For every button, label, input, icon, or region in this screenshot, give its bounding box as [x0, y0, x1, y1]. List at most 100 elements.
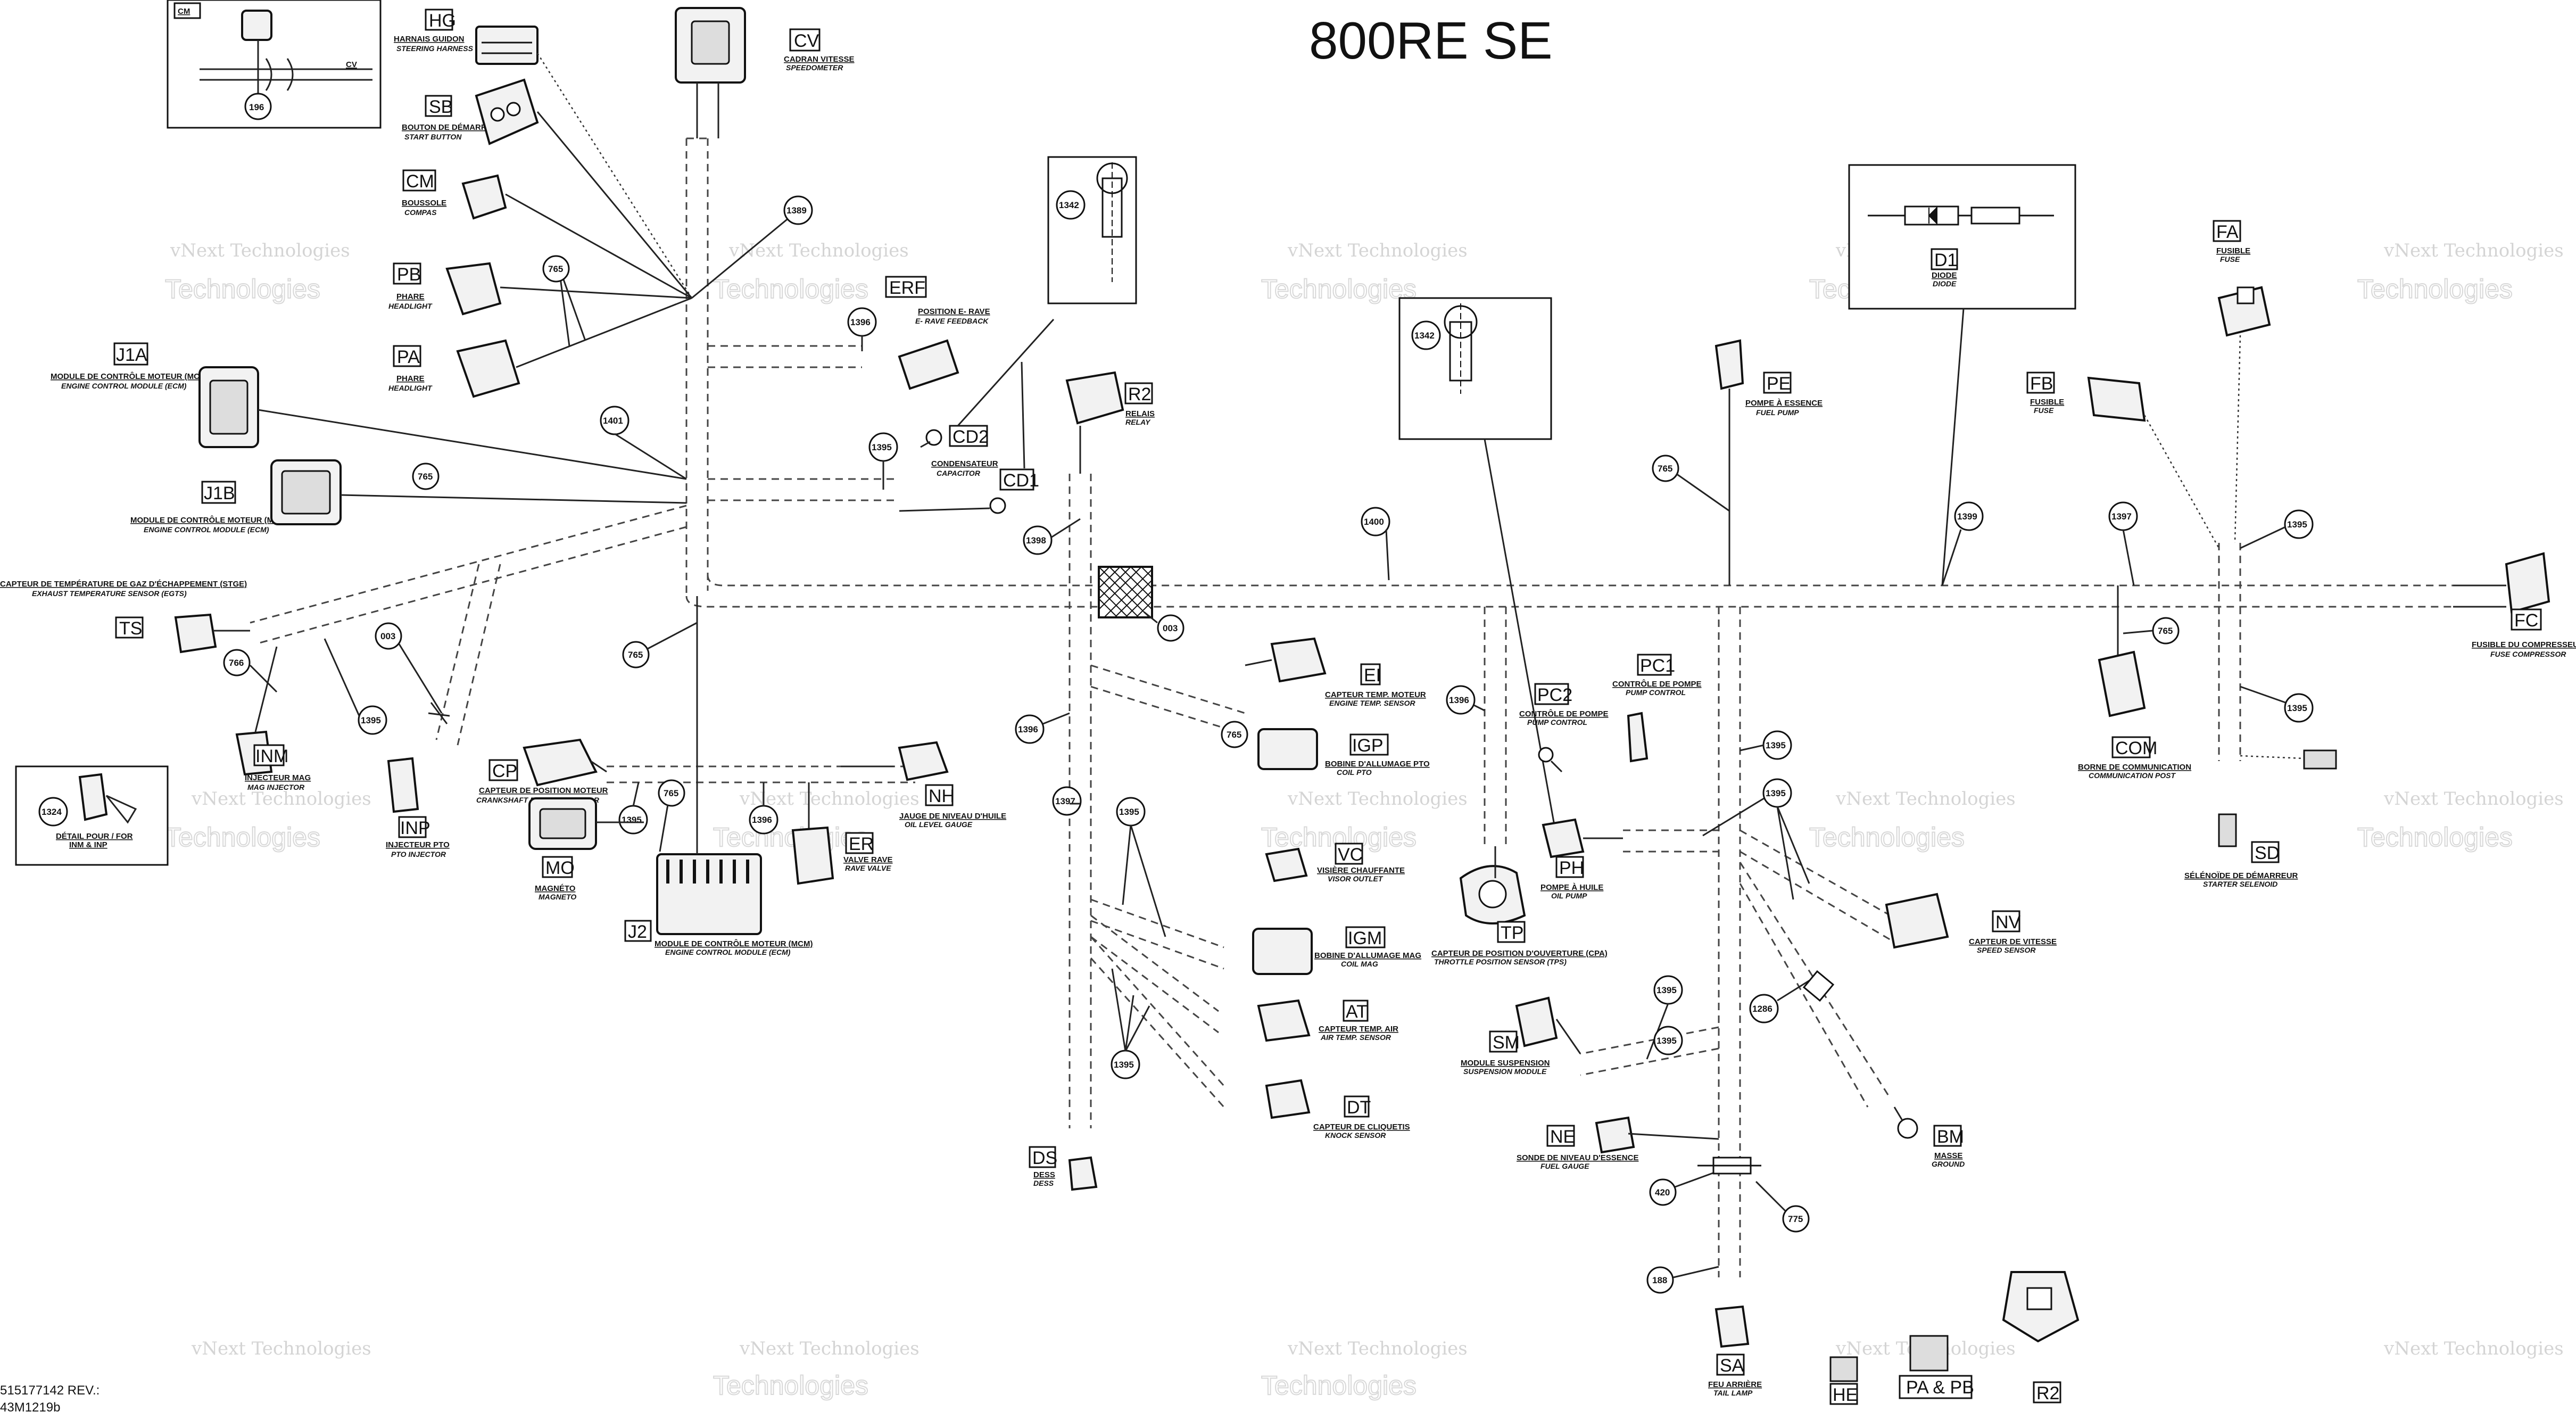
svg-text:BOBINE D'ALLUMAGE MAG: BOBINE D'ALLUMAGE MAG — [1314, 951, 1421, 960]
watermark-text: vNext Technologies — [2383, 240, 2564, 261]
component-ds[interactable]: DS DESS DESS — [1029, 1146, 1098, 1191]
svg-text:1398: 1398 — [1026, 535, 1046, 546]
svg-text:CAPACITOR: CAPACITOR — [937, 469, 981, 477]
svg-text:E- RAVE FEEDBACK: E- RAVE FEEDBACK — [915, 317, 989, 325]
svg-text:1342: 1342 — [1059, 200, 1079, 210]
component-cd2[interactable]: CD2 — [920, 425, 989, 448]
component-j1b[interactable]: J1B MODULE DE CONTRÔLE MOTEUR (MCM) ENGI… — [130, 459, 342, 534]
ref-circle-003a — [375, 622, 402, 650]
component-sa[interactable]: SA FEU ARRIÈRE TAIL LAMP — [1708, 1305, 1762, 1397]
component-dt[interactable]: DT CAPTEUR DE CLIQUETIS KNOCK SENSOR — [1265, 1079, 1410, 1140]
svg-text:FUSIBLE: FUSIBLE — [2030, 398, 2064, 407]
component-er[interactable]: ER VALVE RAVE RAVE VALVE — [791, 782, 893, 885]
component-r2-bottom[interactable]: R2 — [2002, 1271, 2080, 1404]
component-j1a[interactable]: J1A MODULE DE CONTRÔLE MOTEUR (MCM) ENGI… — [51, 342, 259, 448]
component-com[interactable]: COM BORNE DE COMMUNICATION COMMUNICATION… — [2078, 585, 2191, 780]
component-nh[interactable]: NH JAUGE DE NIVEAU D'HUILE OIL LEVEL GAU… — [841, 741, 1006, 829]
component-r2[interactable]: R2 RELAIS RELAY — [1065, 371, 1155, 426]
svg-text:ENGINE TEMP. SENSOR: ENGINE TEMP. SENSOR — [1329, 699, 1415, 707]
watermarks: vNext Technologies Technologies vNext Te… — [164, 240, 2564, 1401]
component-ts[interactable]: CAPTEUR DE TEMPÉRATURE DE GAZ D'ÉCHAPPEM… — [0, 580, 250, 654]
component-fa[interactable]: FA FUSIBLE FUSE — [2213, 220, 2271, 337]
component-cv[interactable]: CV CADRAN VITESSE SPEEDOMETER — [675, 7, 855, 84]
cv-detail-label: CV — [346, 60, 357, 69]
svg-text:1401: 1401 — [603, 416, 623, 426]
svg-text:KNOCK SENSOR: KNOCK SENSOR — [1325, 1131, 1386, 1140]
component-inm[interactable]: INM INJECTEUR MAG MAG INJECTOR — [235, 730, 311, 791]
svg-text:MASSE: MASSE — [1934, 1151, 1962, 1160]
watermark-text: Technologies — [165, 822, 320, 852]
cm-detail-label: CM — [178, 7, 190, 16]
component-pa-pb[interactable]: PA & PB — [1899, 1335, 1974, 1399]
component-sb[interactable]: SB BOUTON DE DÉMARRAGE START BUTTON — [402, 78, 539, 145]
component-sd[interactable]: SD SÉLÉNOÏDE DE DÉMARREUR STARTER SELENO… — [2184, 749, 2337, 888]
svg-text:CAPTEUR DE POSITION D'OUVERTUR: CAPTEUR DE POSITION D'OUVERTURE (CPA) — [1431, 949, 1608, 958]
component-ei[interactable]: EI CAPTEUR TEMP. MOTEUR ENGINE TEMP. SEN… — [1245, 637, 1426, 707]
svg-text:PA: PA — [397, 347, 420, 367]
svg-text:J2: J2 — [628, 922, 647, 942]
component-cd1[interactable]: CD1 CONDENSATEUR CAPACITOR — [899, 459, 1039, 514]
svg-text:1389: 1389 — [786, 205, 807, 216]
component-ph[interactable]: PH POMPE À HUILE OIL PUMP — [1540, 818, 1603, 900]
svg-text:1397: 1397 — [2111, 511, 2132, 522]
component-sm[interactable]: SM MODULE SUSPENSION SUSPENSION MODULE — [1461, 996, 1558, 1076]
component-igm[interactable]: IGM BOBINE D'ALLUMAGE MAG COIL MAG — [1252, 926, 1421, 975]
svg-text:GROUND: GROUND — [1932, 1160, 1965, 1168]
component-nv[interactable]: NV CAPTEUR DE VITESSE SPEED SENSOR — [1885, 893, 2057, 954]
component-pc2[interactable]: PC2 CONTRÔLE DE POMPE PUMP CONTROL — [1519, 683, 1609, 773]
component-erf[interactable]: ERF POSITION E- RAVE E- RAVE FEEDBACK — [885, 276, 990, 390]
svg-text:1395: 1395 — [2287, 703, 2307, 713]
svg-text:1324: 1324 — [42, 807, 62, 817]
component-fc[interactable]: FC FUSIBLE DU COMPRESSEUR FUSE COMPRESSO… — [2453, 552, 2576, 658]
detail-box-1342b: 1342 — [1398, 297, 1552, 440]
svg-text:DS: DS — [1032, 1148, 1057, 1168]
footer-part-number: 515177142 REV.: — [0, 1383, 100, 1398]
svg-text:1399: 1399 — [1957, 511, 1977, 522]
svg-text:765: 765 — [1658, 464, 1672, 474]
component-vc[interactable]: VC VISIÈRE CHAUFFANTE VISOR OUTLET — [1265, 843, 1405, 883]
component-cm[interactable]: CM BOUSSOLE COMPAS — [402, 169, 507, 220]
component-bm[interactable]: BM MASSE GROUND — [1893, 1107, 1965, 1168]
svg-text:J1B: J1B — [204, 483, 235, 503]
svg-text:003: 003 — [380, 631, 395, 641]
svg-text:THROTTLE POSITION SENSOR (TPS): THROTTLE POSITION SENSOR (TPS) — [1434, 957, 1567, 966]
hg-lead — [536, 53, 693, 299]
component-d1[interactable]: D1 DIODE DIODE — [1848, 164, 2076, 310]
svg-text:VC: VC — [1338, 845, 1363, 865]
svg-text:TS: TS — [119, 618, 142, 639]
svg-text:FUSE: FUSE — [2220, 255, 2240, 263]
svg-text:766: 766 — [229, 658, 244, 668]
svg-text:SD: SD — [2255, 843, 2280, 863]
svg-text:1396: 1396 — [1449, 695, 1469, 705]
component-inp[interactable]: INP INJECTEUR PTO PTO INJECTOR — [386, 757, 450, 858]
svg-text:START BUTTON: START BUTTON — [404, 133, 462, 141]
svg-text:DÉTAIL POUR / FOR: DÉTAIL POUR / FOR — [56, 832, 133, 841]
component-j2[interactable]: J2 MODULE DE CONTRÔLE MOTEUR (MCM) ENGIN… — [624, 853, 813, 956]
component-pb[interactable]: PB PHARE HEADLIGHT — [388, 262, 502, 316]
component-ne[interactable]: NE SONDE DE NIVEAU D'ESSENCE FUEL GAUGE — [1517, 1116, 1638, 1170]
svg-text:SONDE DE NIVEAU D'ESSENCE: SONDE DE NIVEAU D'ESSENCE — [1517, 1153, 1638, 1162]
component-pe[interactable]: PE POMPE À ESSENCE FUEL PUMP — [1714, 339, 1823, 417]
component-pc1[interactable]: PC1 CONTRÔLE DE POMPE PUMP CONTROL — [1612, 654, 1702, 763]
component-he[interactable]: HE — [1829, 1356, 1858, 1405]
svg-text:1395: 1395 — [1656, 985, 1677, 995]
component-pa[interactable]: PA PHARE HEADLIGHT — [388, 339, 520, 398]
ref-circle-1400 — [1361, 507, 1390, 536]
component-tp[interactable]: TP CAPTEUR DE POSITION D'OUVERTURE (CPA)… — [1431, 865, 1608, 966]
component-at[interactable]: AT CAPTEUR TEMP. AIR AIR TEMP. SENSOR — [1257, 999, 1398, 1042]
svg-text:COIL PTO: COIL PTO — [1337, 768, 1372, 777]
svg-text:PTO INJECTOR: PTO INJECTOR — [391, 850, 446, 858]
component-fb[interactable]: FB FUSIBLE FUSE — [2026, 371, 2146, 422]
component-igp[interactable]: IGP BOBINE D'ALLUMAGE PTO COIL PTO — [1257, 728, 1430, 777]
svg-text:AIR TEMP. SENSOR: AIR TEMP. SENSOR — [1320, 1033, 1391, 1042]
component-hg[interactable]: HG HARNAIS GUIDON STEERING HARNESS — [394, 9, 539, 65]
component-cp[interactable]: CP CAPTEUR DE POSITION MOTEUR CRANKSHAFT… — [476, 738, 608, 804]
svg-text:IGM: IGM — [1348, 928, 1382, 948]
svg-text:1286: 1286 — [1752, 1004, 1772, 1014]
svg-text:1395: 1395 — [1114, 1060, 1134, 1070]
svg-text:1396: 1396 — [752, 815, 772, 825]
j1b-wire — [340, 494, 687, 504]
component-mo[interactable]: MO MAGNÉTO MAGNETO — [528, 797, 597, 901]
cd-leads — [957, 318, 1055, 469]
svg-text:OIL LEVEL GAUGE: OIL LEVEL GAUGE — [905, 820, 973, 829]
